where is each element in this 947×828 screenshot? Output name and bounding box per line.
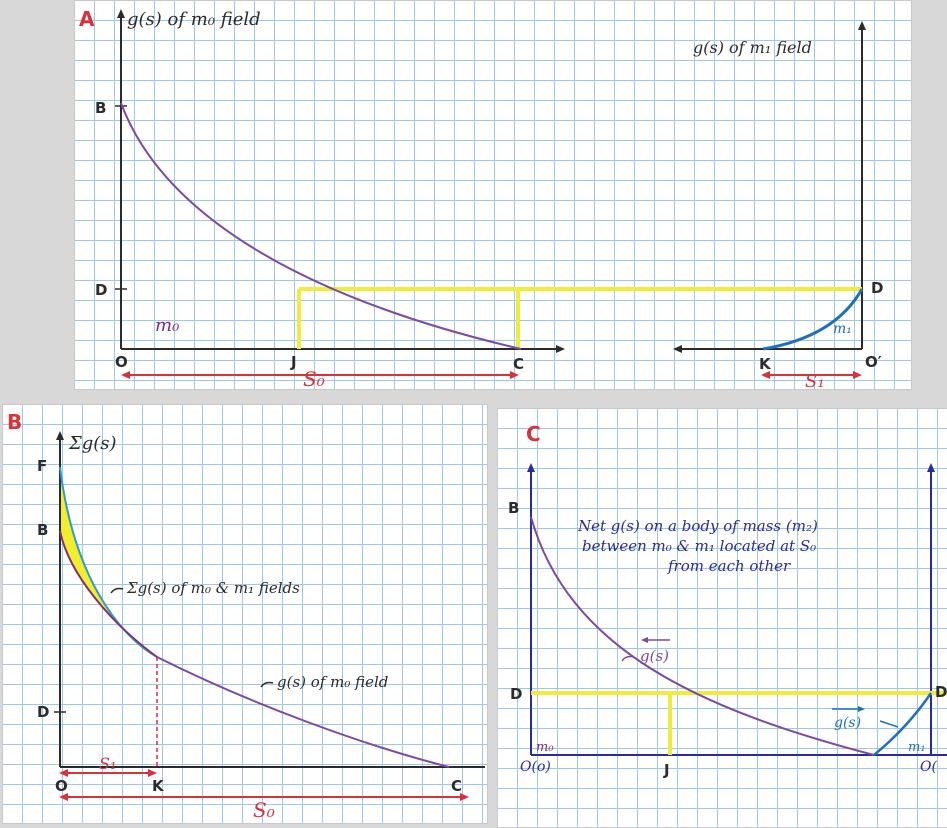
a-label-o: O [115,353,128,371]
b-m0-curve-label: g(s) of m₀ field [277,673,388,691]
panel-c: C B D D O(o) O( J m₀ m₁ g(s) g(s) Net g(… [497,408,947,828]
b-panel-label: B [7,410,22,434]
a-m0-field-curve [120,102,522,350]
b-label-b: B [37,521,48,539]
a-dist-s1: S₁ [805,371,825,390]
b-axis-title: Σg(s) [68,433,117,454]
c-vec-left-leader [621,655,635,662]
b-sum-leader [110,587,124,594]
a-mass-m1: m₁ [833,321,852,337]
a-label-d-right: D [871,279,883,297]
c-label-j: J [663,761,670,779]
b-label-f: F [37,457,47,475]
b-sum-field-curve-edge [59,530,158,658]
panel-b: B Σg(s) F B D O K C Σg(s) of m₀ & m₁ fie… [2,404,488,824]
c-note-line1: Net g(s) on a body of mass (m₂) [577,517,818,535]
b-dist-s0: S₀ [253,798,275,822]
c-mass-m0: m₀ [536,740,554,755]
b-m0-leader [260,681,274,688]
b-sum-region-fill [60,467,157,657]
panel-a: A g(s) of m₀ field g(s) of m₁ field B D … [74,0,912,390]
a-label-b: B [95,99,106,117]
c-vec-right-leader [879,720,899,728]
b-m0-field-curve [59,530,450,768]
c-label-b: B [508,499,519,517]
c-mass-m1: m₁ [908,740,926,755]
b-label-o: O [55,777,68,795]
a-label-j: J [290,353,297,371]
b-label-k: K [152,777,165,795]
b-label-d: D [37,703,49,721]
panel-b-figure: B Σg(s) F B D O K C Σg(s) of m₀ & m₁ fie… [7,410,485,822]
b-dist-s1: S₁ [99,754,116,773]
a-mass-m0: m₀ [155,315,179,336]
b-sum-field-curve [59,466,158,658]
a-label-o-prime: O′ [865,353,882,371]
a-label-c: C [513,355,524,373]
c-label-d-left: D [510,685,522,703]
a-left-axis-title: g(s) of m₀ field [127,9,261,30]
c-m0-field-curve [530,516,875,756]
c-vec-left-label: g(s) [640,647,669,665]
a-panel-label: A [79,7,95,31]
b-label-c: C [451,777,462,795]
a-dist-s0: S₀ [303,367,325,390]
c-label-o: O(o) [520,759,551,775]
c-label-d-right: D [935,683,947,701]
c-note-line2: between m₀ & m₁ located at S₀ [582,537,816,555]
panel-a-figure: A g(s) of m₀ field g(s) of m₁ field B D … [79,7,883,390]
a-label-d-left: D [95,281,107,299]
a-right-axis-title: g(s) of m₁ field [693,38,812,57]
c-panel-label: C [526,422,541,446]
b-sum-curve-label: Σg(s) of m₀ & m₁ fields [126,579,300,597]
c-label-o-right: O( [920,759,937,775]
c-note-line3: from each other [667,557,791,575]
panel-c-figure: C B D D O(o) O( J m₀ m₁ g(s) g(s) Net g(… [508,422,947,779]
c-m1-field-curve [873,692,933,756]
a-m1-field-curve [762,288,864,351]
a-label-k: K [759,355,772,373]
c-vec-right-label: g(s) [834,715,861,731]
